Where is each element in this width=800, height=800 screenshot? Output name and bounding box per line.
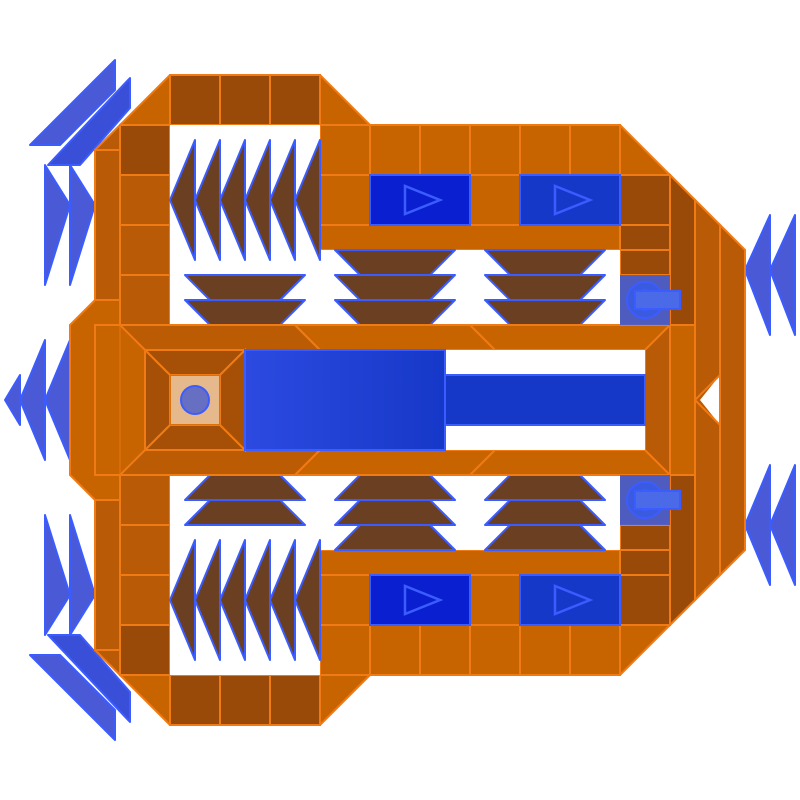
fin-front-top-1 <box>744 214 771 336</box>
chevron-plate <box>484 524 606 551</box>
chevron-plate <box>484 249 606 276</box>
cargo-indicator-top-2[interactable] <box>519 174 621 226</box>
fin-bottom-left-diagonal <box>29 654 116 741</box>
cargo-indicator-bottom-2[interactable] <box>519 574 621 626</box>
turret-top[interactable] <box>620 275 681 325</box>
reactor-core-icon <box>180 385 210 415</box>
play-arrow-icon <box>553 584 594 616</box>
fin-lower-left-2 <box>69 514 96 636</box>
cannon-barrel[interactable] <box>444 374 646 426</box>
cargo-indicator-top-1[interactable] <box>369 174 471 226</box>
play-arrow-icon <box>403 584 444 616</box>
play-arrow-icon <box>403 184 444 216</box>
side-turrets <box>620 275 681 525</box>
fin-front-bottom-2 <box>769 464 796 586</box>
front-fins <box>744 214 796 586</box>
fin-front-top-2 <box>769 214 796 336</box>
armor-plates-horizontal <box>184 249 606 551</box>
chevron-plate <box>334 524 456 551</box>
chevron-plate <box>334 499 456 526</box>
fin-bottom-left-diagonal-2 <box>47 634 131 723</box>
fin-upper-left <box>44 164 71 286</box>
cargo-indicator-bottom-1[interactable] <box>369 574 471 626</box>
turret-barrel <box>634 490 681 510</box>
fin-mid-left-2 <box>19 339 46 461</box>
cannon-body[interactable] <box>244 349 446 451</box>
nose-notch <box>700 375 720 425</box>
rear-fins <box>4 59 131 741</box>
play-arrow-icon <box>553 184 594 216</box>
cargo-indicators <box>369 174 621 626</box>
fin-lower-left <box>44 514 71 636</box>
fin-upper-left-2 <box>69 164 96 286</box>
chevron-plate <box>484 499 606 526</box>
fin-front-bottom-1 <box>744 464 771 586</box>
armor-plate <box>294 539 321 661</box>
fin-mid-left-3 <box>44 339 71 461</box>
armor-plates-vertical <box>169 139 321 661</box>
core-spine <box>94 322 696 478</box>
fin-mid-left-1 <box>4 374 21 426</box>
fin-top-left-diagonal <box>29 59 116 146</box>
turret-bottom[interactable] <box>620 475 681 525</box>
turret-barrel <box>634 290 681 310</box>
armor-plate <box>294 139 321 261</box>
chevron-plate <box>184 499 306 526</box>
chevron-plate <box>334 249 456 276</box>
